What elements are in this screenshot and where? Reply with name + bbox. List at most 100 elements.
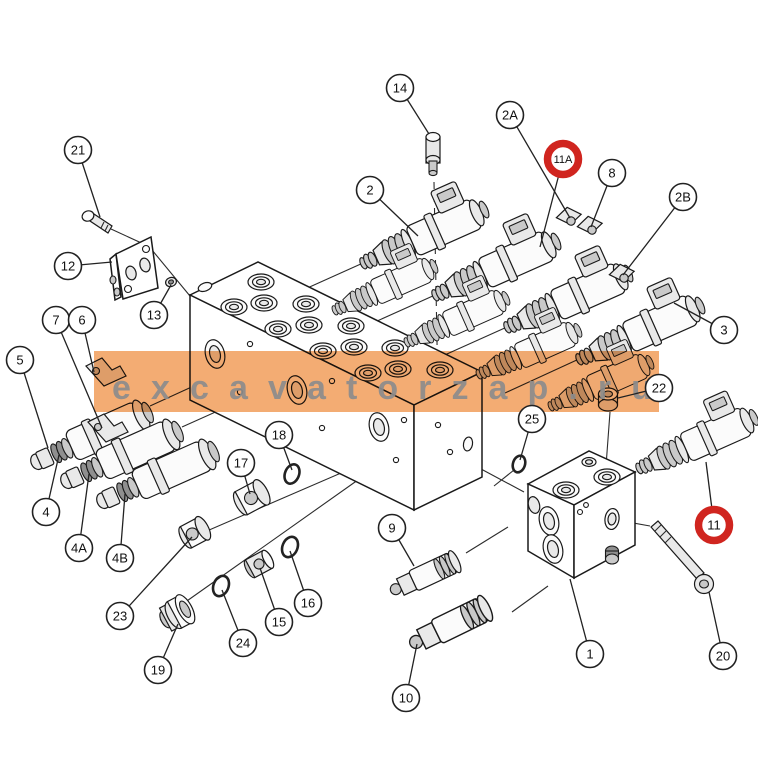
callout-leader-line xyxy=(509,114,571,219)
callout-circle xyxy=(105,601,135,631)
callout-number: 23 xyxy=(113,609,127,624)
part-25-o-ring xyxy=(511,454,527,474)
callout-circle-highlighted xyxy=(694,505,734,545)
part-19-cap xyxy=(158,594,196,632)
callout-4: 4 xyxy=(31,454,61,527)
callout-23: 23 xyxy=(105,536,193,631)
callout-circle xyxy=(264,420,294,450)
callout-number: 19 xyxy=(151,663,165,678)
callout-22: 22 xyxy=(617,373,674,403)
callout-number: 1 xyxy=(586,647,593,662)
callout-2: 2 xyxy=(355,175,419,237)
callout-circle xyxy=(575,639,605,669)
callout-9: 9 xyxy=(377,513,415,567)
callout-number: 16 xyxy=(301,596,315,611)
callout-number: 5 xyxy=(16,353,23,368)
callout-number: 10 xyxy=(399,691,413,706)
callout-number: 25 xyxy=(525,412,539,427)
callout-circle xyxy=(385,73,415,103)
callout-circle xyxy=(495,100,525,130)
callout-6: 6 xyxy=(67,305,97,373)
callout-number: 18 xyxy=(272,428,286,443)
part-23-bushing xyxy=(178,515,212,549)
callout-12: 12 xyxy=(53,251,113,281)
callout-circle xyxy=(64,533,94,563)
callout-circle xyxy=(139,300,169,330)
callout-circle xyxy=(293,588,323,618)
callout-circle xyxy=(709,315,739,345)
callout-leader-line xyxy=(119,536,193,617)
callout-circle xyxy=(517,404,547,434)
callout-number: 2B xyxy=(675,190,691,205)
callout-1: 1 xyxy=(569,578,605,669)
callout-20: 20 xyxy=(708,591,738,671)
part-16-o-ring xyxy=(280,535,300,559)
callout-circle xyxy=(264,607,294,637)
callout-2A: 2A xyxy=(495,100,571,219)
callout-circle xyxy=(226,448,256,478)
callout-number: 12 xyxy=(61,259,75,274)
callout-8: 8 xyxy=(590,158,627,228)
aux-valve-block xyxy=(526,450,637,580)
callout-24: 24 xyxy=(221,589,258,658)
callout-number: 9 xyxy=(388,521,395,536)
callout-number: 3 xyxy=(720,323,727,338)
callout-leader-line xyxy=(19,359,49,449)
callout-circle xyxy=(597,158,627,188)
part-24-o-ring xyxy=(211,574,231,598)
callout-number: 13 xyxy=(147,308,161,323)
callout-number: 2A xyxy=(502,108,518,123)
callout-number: 11 xyxy=(707,518,721,533)
callout-circle xyxy=(105,543,135,573)
callout-number: 4B xyxy=(112,551,128,566)
callout-number: 8 xyxy=(608,166,615,181)
callout-4A: 4A xyxy=(64,473,94,563)
watermark-band xyxy=(94,351,659,412)
callout-4B: 4B xyxy=(105,493,135,573)
callout-number: 4 xyxy=(42,505,49,520)
callout-5: 5 xyxy=(5,345,49,449)
part-20-bolt xyxy=(650,520,715,595)
callout-number: 15 xyxy=(272,615,286,630)
callout-number: 7 xyxy=(52,313,59,328)
callout-number: 24 xyxy=(236,636,250,651)
callout-circle xyxy=(668,182,698,212)
callout-25: 25 xyxy=(517,404,547,461)
callout-number: 21 xyxy=(71,143,85,158)
callout-11A: 11A xyxy=(539,139,583,248)
callout-number: 22 xyxy=(652,381,666,396)
seal-kit-parts xyxy=(158,463,301,632)
callout-number: 4A xyxy=(71,541,87,556)
part-13-orifice xyxy=(165,276,177,288)
part-14-fitting xyxy=(425,131,441,177)
part-18-o-ring xyxy=(283,463,301,485)
callout-circle xyxy=(53,251,83,281)
callout-number: 2 xyxy=(366,183,373,198)
callout-circle xyxy=(31,497,61,527)
part-12-cover-plate xyxy=(109,235,159,302)
callout-circle xyxy=(391,683,421,713)
callout-circle xyxy=(63,135,93,165)
callout-7: 7 xyxy=(41,305,103,429)
callout-number: 6 xyxy=(78,313,85,328)
callout-number: 17 xyxy=(234,456,248,471)
callout-10: 10 xyxy=(391,643,421,713)
callout-circle xyxy=(143,655,173,685)
callout-circle xyxy=(377,513,407,543)
callout-2B: 2B xyxy=(622,182,698,276)
part-17-coupling xyxy=(232,479,271,516)
callout-14: 14 xyxy=(385,73,430,135)
part-21-bolt xyxy=(81,210,113,234)
callout-circle xyxy=(708,641,738,671)
watermark-text: excavatorzap.ru xyxy=(112,369,652,407)
callout-circle xyxy=(644,373,674,403)
callout-17: 17 xyxy=(226,448,256,495)
callout-circle xyxy=(355,175,385,205)
callout-circle xyxy=(67,305,97,335)
callout-circle xyxy=(5,345,35,375)
callout-21: 21 xyxy=(63,135,101,218)
callout-circle xyxy=(228,628,258,658)
part-10-relief-valve xyxy=(403,592,497,659)
